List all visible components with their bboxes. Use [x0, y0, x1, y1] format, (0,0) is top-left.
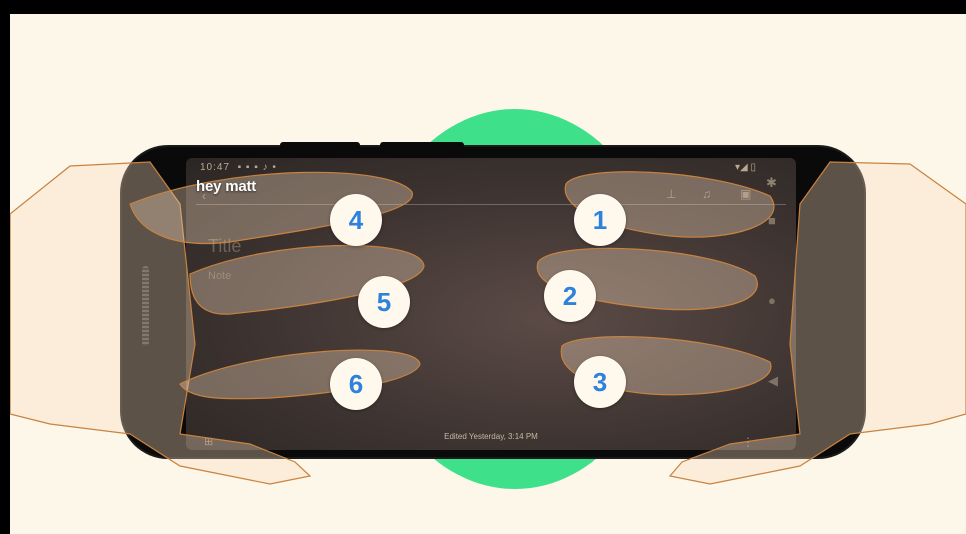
accessibility-icon[interactable]: ✱ — [766, 176, 777, 189]
square-icon[interactable]: ■ — [768, 214, 776, 227]
illustration-canvas: 10:47 ▪ ▪ ▪ ♪ • ▾◢ ▯ ‹ ⊥ ♫ ▣ Title Note … — [10, 14, 966, 534]
finger-badge-5: 5 — [358, 276, 410, 328]
phone-speaker-grille — [142, 266, 149, 346]
finger-badge-2: 2 — [544, 270, 596, 322]
phone-top-button-2 — [380, 142, 464, 150]
finger-badge-1: 1 — [574, 194, 626, 246]
status-bar-left: 10:47 ▪ ▪ ▪ ♪ • — [200, 162, 277, 173]
toolbar-divider — [196, 204, 786, 205]
finger-badge-4: 4 — [330, 194, 382, 246]
phone-screen: 10:47 ▪ ▪ ▪ ♪ • ▾◢ ▯ ‹ ⊥ ♫ ▣ Title Note … — [186, 158, 796, 450]
more-vert-icon[interactable]: ⋮ — [742, 436, 754, 448]
archive-icon[interactable]: ▣ — [740, 188, 751, 200]
phone-top-button — [280, 142, 360, 150]
finger-badge-3: 3 — [574, 356, 626, 408]
finger-badge-6: 6 — [330, 358, 382, 410]
status-notification-icons: ▪ ▪ ▪ ♪ • — [234, 162, 277, 173]
note-body-field[interactable]: Note — [208, 270, 231, 282]
pin-icon[interactable]: ⊥ — [666, 188, 676, 200]
edited-timestamp: Edited Yesterday, 3:14 PM — [186, 432, 796, 441]
circle-icon[interactable]: ● — [768, 294, 776, 307]
note-title-field[interactable]: Title — [208, 236, 241, 257]
status-time: 10:47 — [200, 162, 230, 173]
triangle-left-icon[interactable]: ◀ — [768, 374, 778, 387]
caption-text: hey matt — [196, 178, 256, 195]
status-bar-right: ▾◢ ▯ — [735, 162, 756, 173]
bell-icon[interactable]: ♫ — [702, 188, 711, 200]
